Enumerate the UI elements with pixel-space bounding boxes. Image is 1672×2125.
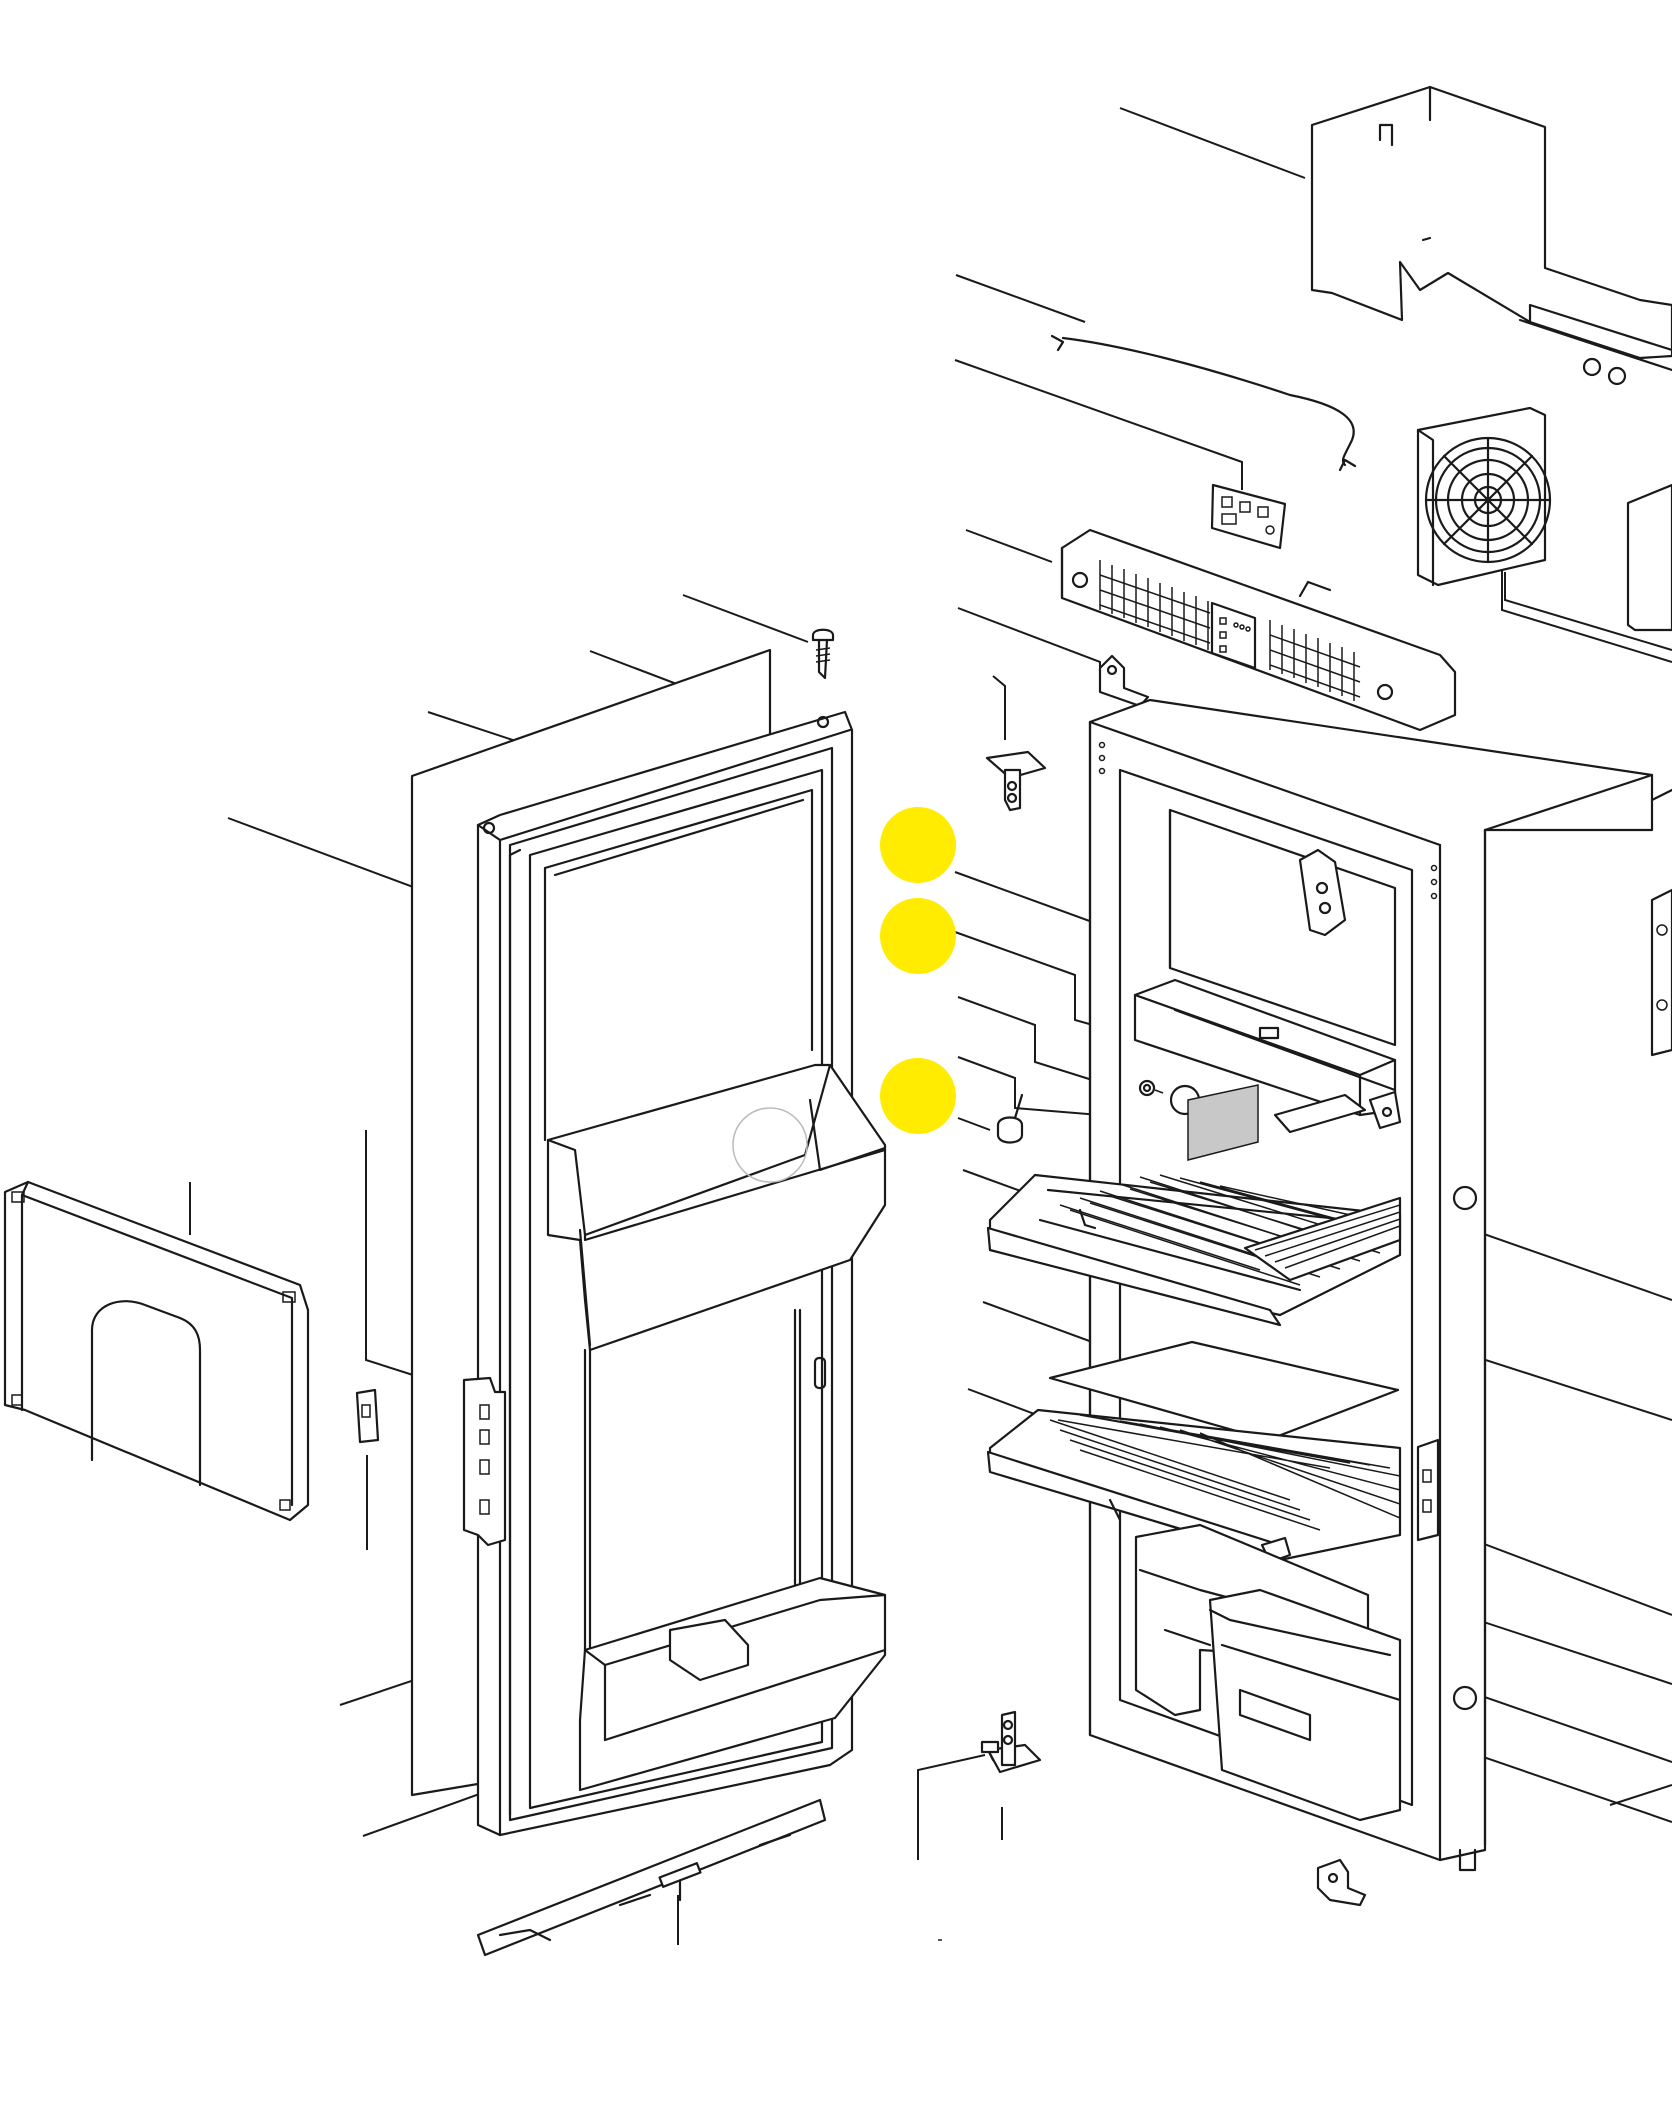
highlighted-part-label-plate [1187,1084,1259,1161]
lower-door-shelf [578,1576,887,1792]
top-ventilation-grille [1060,528,1457,732]
shelf-glass-plate [1048,1340,1400,1442]
door-latch [355,1388,380,1444]
crisper-drawer-right [1208,1588,1402,1822]
highlight-marker-3 [880,1058,956,1134]
upper-hinge-pin [985,750,1047,812]
door-hinge-block [462,1376,507,1547]
wire-harness [1050,334,1357,472]
decor-panel-frame [3,1180,310,1522]
highlight-marker-1 [880,807,956,883]
thermostat-clip [996,1093,1024,1144]
bottom-door-trim [476,1798,827,1957]
freezer-drip-tray [1133,978,1402,1134]
bottom-hinge-assembly [980,1710,1042,1774]
cooling-fan [1416,406,1552,587]
door-screw [811,628,835,680]
upper-door-shelf [546,1063,887,1352]
control-circuit-board [1210,483,1287,550]
compressor-box-partial [1626,483,1672,632]
lower-hinge-bracket [1316,1858,1367,1907]
upper-wire-shelf [986,1173,1402,1327]
top-back-cover [1310,85,1672,386]
highlight-marker-2 [880,898,956,974]
highlight-markers [880,807,956,1134]
evaporator-partial [1650,788,1672,1057]
